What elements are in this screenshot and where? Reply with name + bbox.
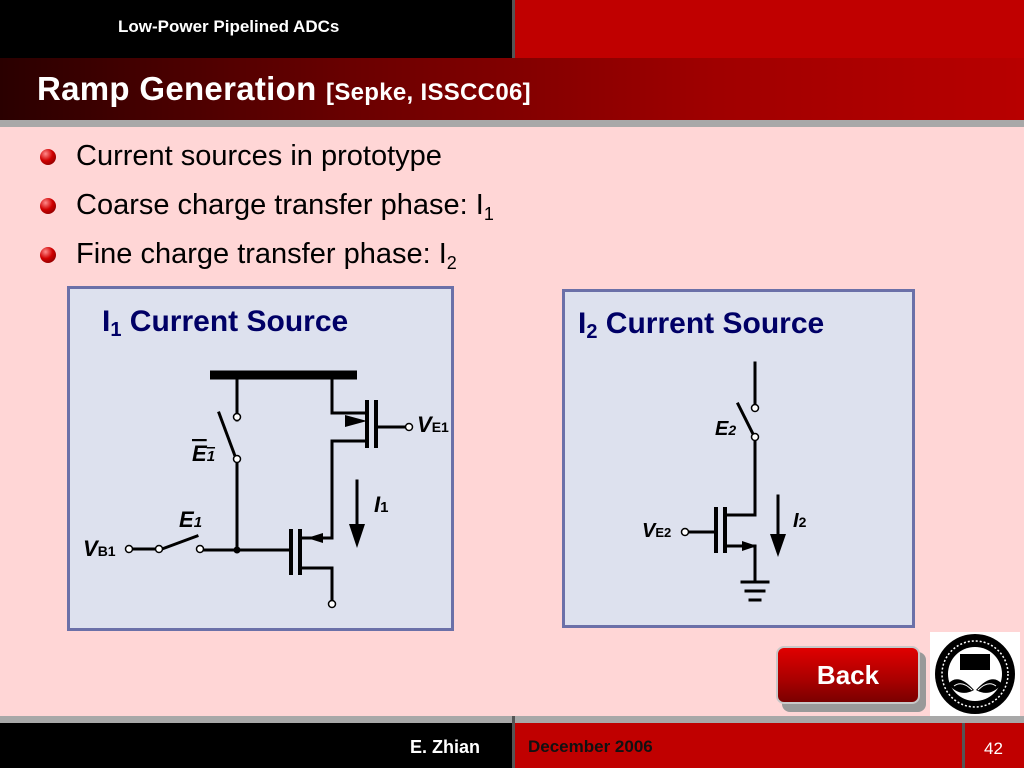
slide-title: Ramp Generation [Sepke, ISSCC06] [37, 70, 531, 108]
i2-panel-title: I2 Current Source [578, 307, 824, 344]
slide-title-citation: [Sepke, ISSCC06] [326, 79, 531, 106]
slide-title-main: Ramp Generation [37, 70, 317, 107]
ve1-label: VE1 [417, 412, 449, 437]
i2-arrow-head [770, 534, 786, 557]
bullet-text: Current sources in prototype [76, 140, 442, 172]
vb1-label: VB1 [83, 536, 116, 561]
bullet-text: Fine charge transfer phase: I [76, 238, 447, 270]
header-separator [512, 0, 515, 58]
bullet-icon [40, 198, 56, 214]
e2-label: E2 [715, 418, 736, 440]
i1-circuit-diagram: VE1 E1 E1 VB1 I1 [83, 370, 449, 609]
footer-date: December 2006 [528, 737, 653, 756]
page-number: 42 [984, 739, 1003, 758]
footer-author: E. Zhian [410, 737, 481, 757]
i2-label: I2 [793, 510, 807, 532]
i2-title-rest: Current Source [597, 307, 825, 340]
i1-current-source-panel: I1 Current Source [67, 286, 454, 631]
bullet-icon [40, 247, 56, 263]
e1-bottom-label: E1 [179, 507, 202, 532]
university-seal-logo [930, 632, 1020, 716]
i1-title-rest: Current Source [121, 305, 349, 338]
i1-panel-title: I1 Current Source [102, 305, 348, 342]
ve2-terminal [680, 527, 690, 537]
bullet-text: Coarse charge transfer phase: I [76, 189, 484, 221]
bullet-subscript: 2 [446, 253, 457, 273]
i1-title-letter: I [102, 305, 111, 338]
gate-node-dot [233, 546, 241, 554]
bullet-icon [40, 149, 56, 165]
bullet-item: Current sources in prototype [40, 138, 494, 187]
nmos-arrow [742, 541, 757, 551]
e1-top-label: E1 [192, 441, 215, 466]
footer-left-bar [0, 723, 512, 768]
ve2-label: VE2 [642, 520, 671, 542]
ve1-terminal [404, 422, 414, 432]
footer-right-bar [512, 723, 1024, 768]
bullet-item: Fine charge transfer phase: I2 [40, 236, 494, 285]
pmos-arrow [345, 415, 367, 427]
title-bar-shadow [0, 120, 1024, 127]
i2-current-source-panel: I2 Current Source E2 [562, 289, 915, 628]
header-right-bar [512, 0, 1024, 58]
nmos-source-terminal [327, 599, 337, 609]
e2-terminal-a [750, 403, 760, 413]
i2-title-letter: I [578, 307, 587, 340]
i1-title-subscript: 1 [110, 319, 122, 341]
back-button[interactable]: Back [776, 646, 920, 704]
i1-arrow-head [349, 524, 365, 548]
e2-terminal-b [750, 432, 760, 442]
footer-separator [512, 716, 515, 768]
e2-switch-blade [735, 401, 756, 437]
e1-top-switch-blade [217, 411, 237, 458]
course-title: Low-Power Pipelined ADCs [118, 17, 340, 36]
i1-label: I1 [374, 492, 388, 517]
i2-circuit-diagram: E2 VE2 I2 [642, 361, 807, 602]
nmos-arrow [307, 533, 323, 543]
header-left-bar [0, 0, 512, 58]
e1-top-terminal-a [232, 412, 242, 422]
bullet-item: Coarse charge transfer phase: I1 [40, 187, 494, 236]
bullet-subscript: 1 [483, 204, 494, 224]
e1-bottom-terminal-a [154, 544, 164, 554]
bullet-list: Current sources in prototype Coarse char… [40, 138, 494, 285]
i2-title-subscript: 2 [586, 321, 598, 343]
e1-top-terminal-b [232, 454, 242, 464]
e1-bottom-switch-blade [160, 534, 199, 551]
e1-bottom-terminal-b [195, 544, 205, 554]
title-bar [0, 58, 1024, 120]
footer-page-separator [962, 723, 965, 768]
vb1-terminal [124, 544, 134, 554]
